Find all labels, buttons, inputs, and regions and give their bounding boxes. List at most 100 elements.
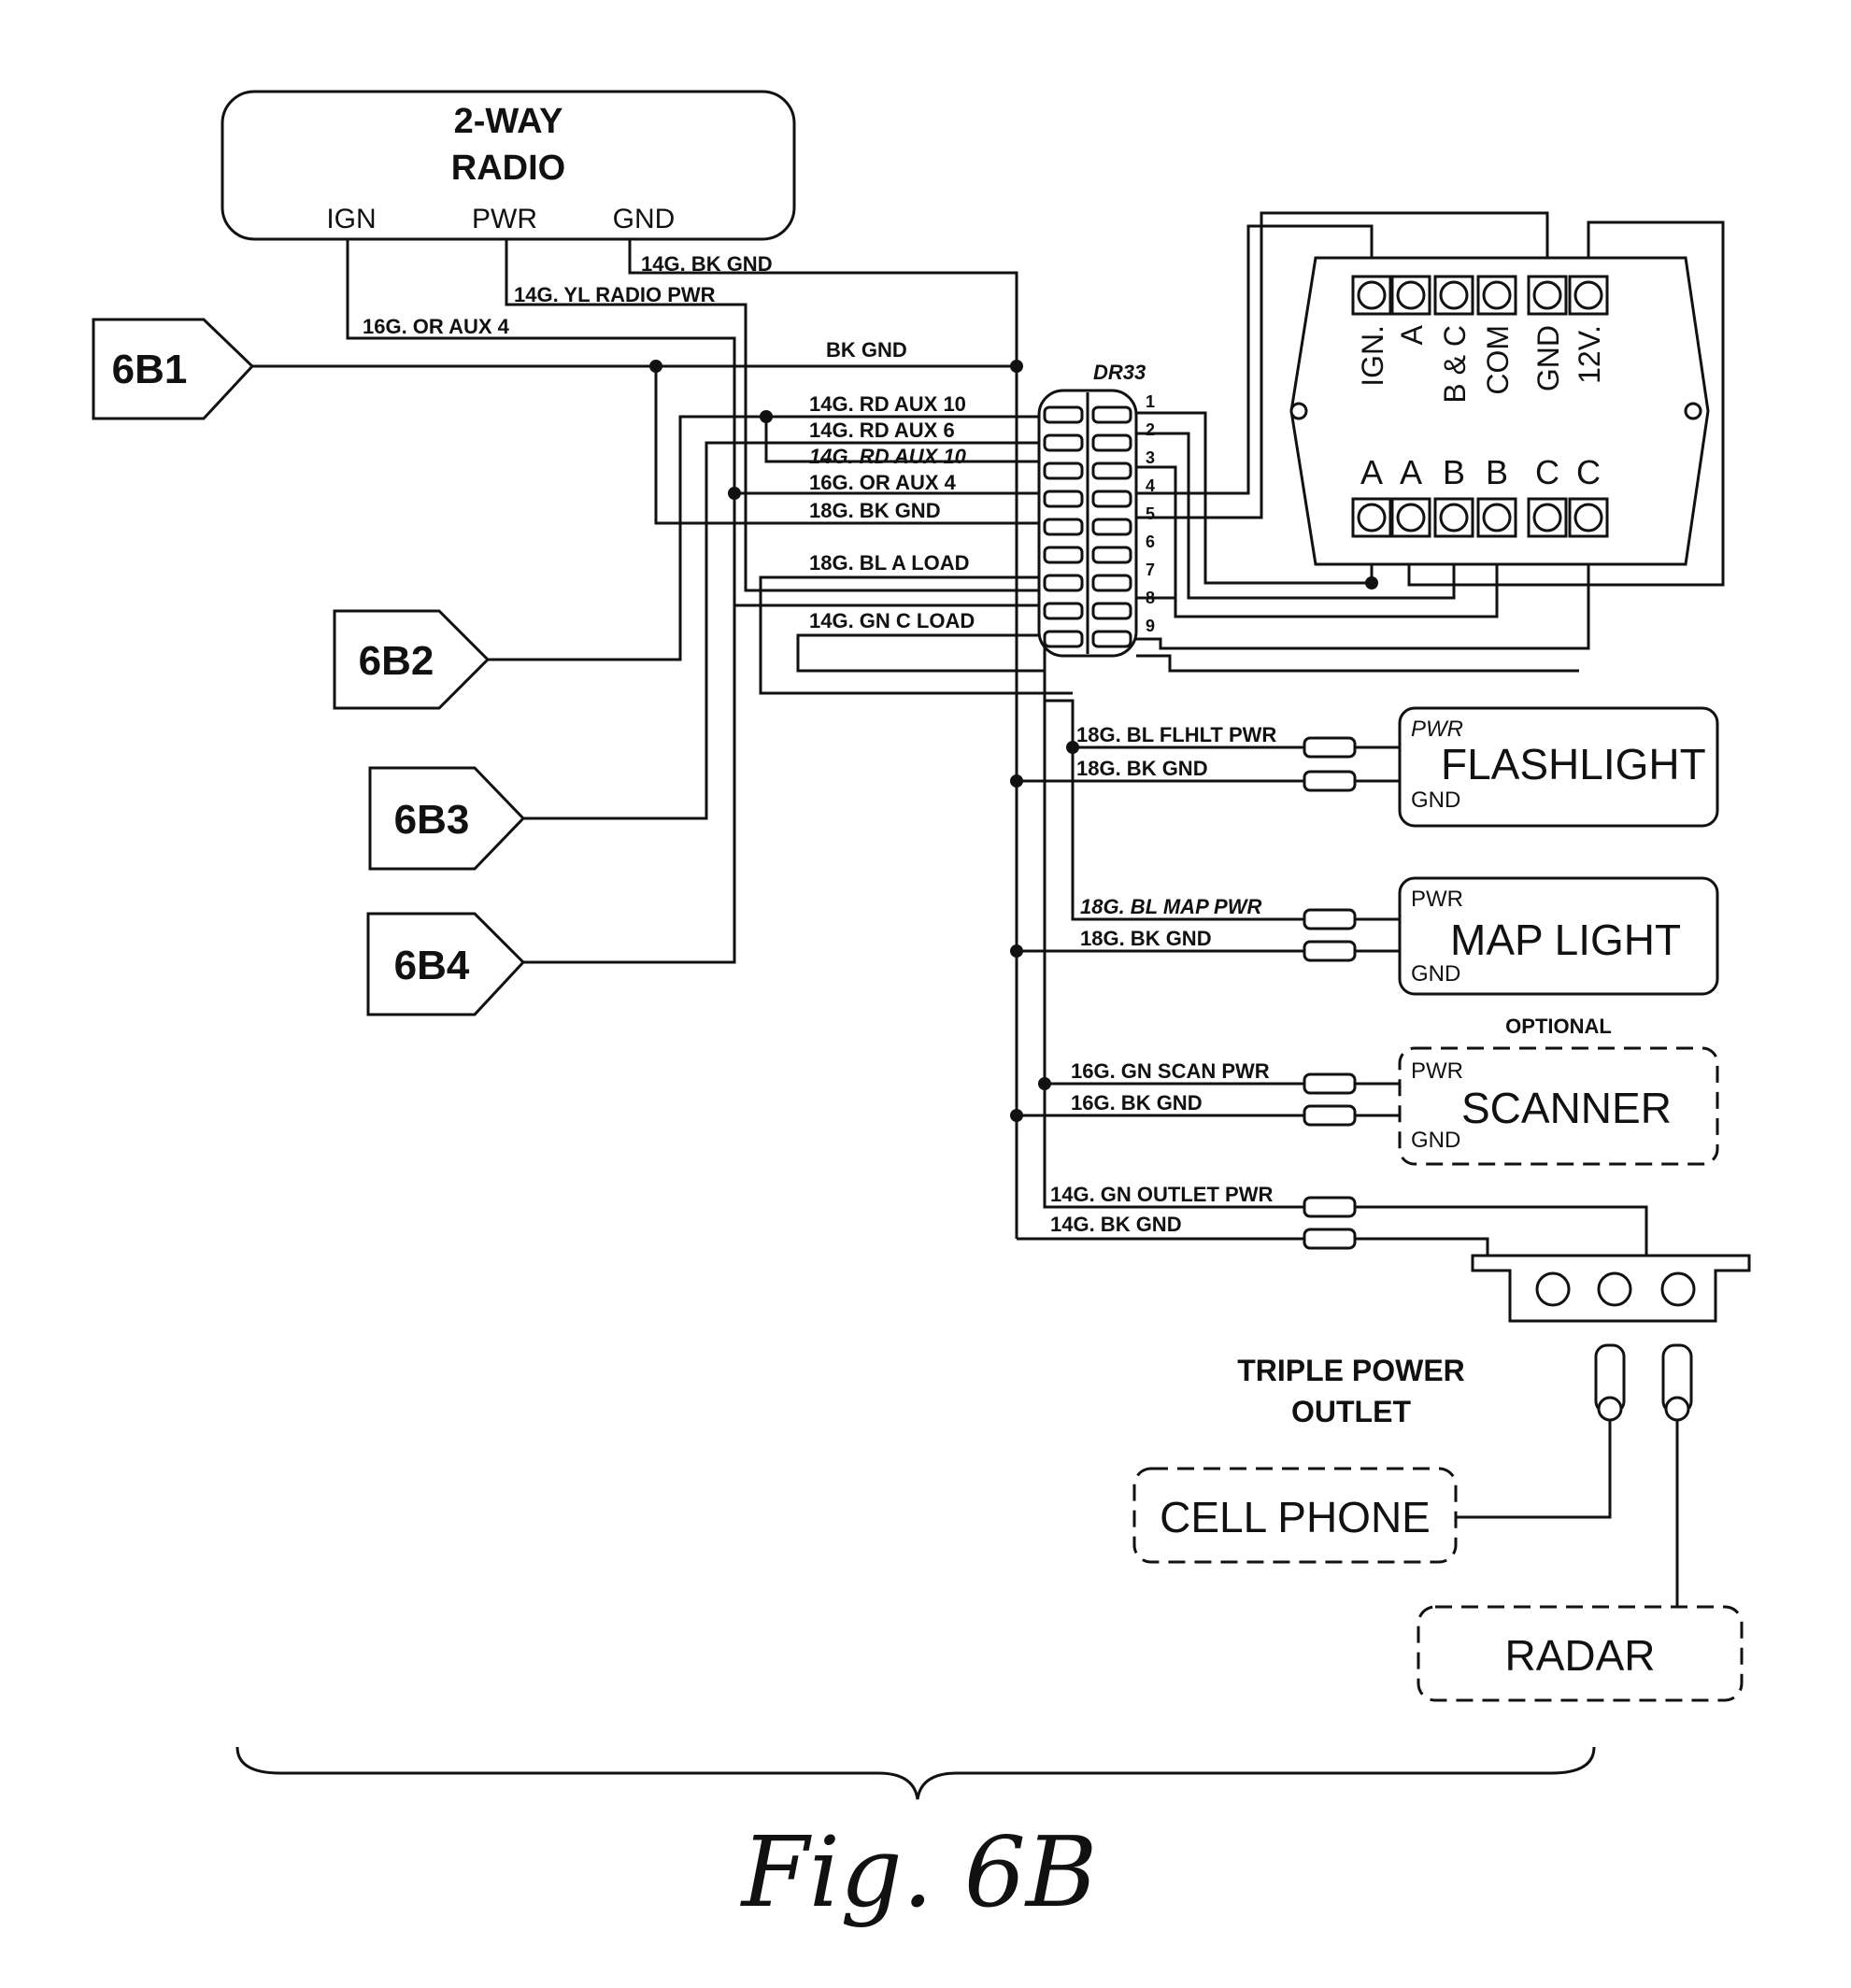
cell-phone-device: CELL PHONE <box>1132 1467 1458 1564</box>
controller-top-label: COM <box>1481 325 1515 395</box>
map-light-device: 18G. BL MAP PWR 18G. BK GND PWR MAP LIGH… <box>1010 747 1719 996</box>
flashlight-gnd-label: GND <box>1411 788 1460 813</box>
terminal-screw-icon <box>1357 280 1387 310</box>
scanner-device: 16G. GN SCAN PWR 16G. BK GND OPTIONAL PW… <box>1010 1015 1719 1166</box>
wire-radio-gnd <box>628 239 1018 374</box>
connector-6b2-label: 6B2 <box>359 638 434 684</box>
wire-radio-pwr <box>505 239 1045 592</box>
label-18g-bl-flhlt-pwr: 18G. BL FLHLT PWR <box>1076 723 1276 746</box>
controller-top-label: GND <box>1531 325 1565 391</box>
dr33-pin-number: 4 <box>1146 476 1155 495</box>
terminal-screw-icon <box>1439 280 1469 310</box>
flashlight-device: 18G. BL FLHLT PWR 18G. BK GND PWR FLASHL… <box>1010 706 1719 828</box>
terminal-screw-icon <box>1482 503 1512 532</box>
controller-bottom-label: A <box>1360 453 1383 491</box>
dr33-pin-plug <box>1091 602 1132 620</box>
dr33-pin-socket <box>1043 546 1084 564</box>
radio-title-2: RADIO <box>451 149 565 188</box>
controller-top-label: B & C <box>1438 325 1472 404</box>
label-bk-gnd: BK GND <box>826 338 907 362</box>
label-18g-bk-gnd-flash: 18G. BK GND <box>1076 757 1208 780</box>
terminal-screw-icon <box>1482 280 1512 310</box>
terminal-screw-icon <box>1573 503 1603 532</box>
label-16g-bk-gnd-scan: 16G. BK GND <box>1071 1091 1203 1115</box>
connector-6b2: 6B2 <box>333 609 491 710</box>
dr33-pin-plug <box>1091 518 1132 536</box>
radio-pwr-label: PWR <box>472 204 537 234</box>
label-14g-bk-gnd-outlet: 14G. BK GND <box>1050 1213 1182 1236</box>
connector-6b4-label: 6B4 <box>394 943 470 988</box>
connector-6b3: 6B3 <box>368 766 526 871</box>
connector-6b1: 6B1 <box>92 318 255 420</box>
map-light-gnd-label: GND <box>1411 961 1460 987</box>
flashlight-pwr-label: PWR <box>1411 717 1463 742</box>
triple-power-outlet: 14G. GN OUTLET PWR 14G. BK GND TRIPLE PO… <box>1050 1183 1751 1609</box>
harness-wires: BK GND 14G. RD AUX 10 14G. RD AUX 6 14G.… <box>252 338 1314 1241</box>
label-16g-or-aux4-top: 16G. OR AUX 4 <box>363 315 510 338</box>
dr33-pin-socket <box>1043 433 1084 452</box>
outlet-label-1: TRIPLE POWER <box>1237 1354 1465 1387</box>
dr33-pin-socket <box>1043 630 1084 648</box>
outlet-label-2: OUTLET <box>1291 1395 1411 1428</box>
dr33-pin-plug <box>1091 630 1132 648</box>
dr33-pin-number: 6 <box>1146 532 1155 551</box>
label-14g-bk-gnd: 14G. BK GND <box>641 252 773 276</box>
label-18g-bk-gnd: 18G. BK GND <box>809 499 941 522</box>
scanner-box <box>1398 1046 1719 1166</box>
terminal-screw-icon <box>1439 503 1469 532</box>
cell-phone-label: CELL PHONE <box>1160 1493 1431 1541</box>
radar-label: RADAR <box>1504 1631 1655 1680</box>
dr33-pin-plug <box>1091 546 1132 564</box>
dr33-label: DR33 <box>1093 361 1146 384</box>
dr33-pin-socket <box>1043 518 1084 536</box>
dr33-pin-number: 3 <box>1146 448 1155 467</box>
label-16g-gn-scan-pwr: 16G. GN SCAN PWR <box>1071 1059 1270 1083</box>
terminal-screw-icon <box>1396 280 1426 310</box>
terminal-screw-icon <box>1357 503 1387 532</box>
brace <box>235 1746 1596 1800</box>
connector-6b1-label: 6B1 <box>112 347 188 392</box>
dr33-pin-number: 9 <box>1146 617 1155 635</box>
dr33-pin-socket <box>1043 574 1084 592</box>
scanner-optional-label: OPTIONAL <box>1505 1015 1612 1038</box>
radar-device: RADAR <box>1417 1605 1744 1702</box>
label-14g-yl-radio-pwr: 14G. YL RADIO PWR <box>514 283 716 306</box>
radio-box <box>221 90 796 241</box>
label-18g-bl-a-load: 18G. BL A LOAD <box>809 551 970 575</box>
scanner-gnd-label: GND <box>1411 1128 1460 1153</box>
figure-caption: Fig. 6B <box>740 1815 1098 1929</box>
scanner-name: SCANNER <box>1461 1084 1672 1132</box>
dr33-pin-plug <box>1091 462 1132 480</box>
radar-box <box>1417 1605 1744 1702</box>
controller-top-label: IGN. <box>1356 325 1389 387</box>
terminal-screw-icon <box>1532 503 1562 532</box>
dr33-pin-plug <box>1091 490 1132 508</box>
terminal-screw-icon <box>1573 280 1603 310</box>
label-14g-rd-aux6: 14G. RD AUX 6 <box>809 419 955 442</box>
controller-bottom-label: B <box>1486 453 1508 491</box>
dr33-pin-socket <box>1043 602 1084 620</box>
label-14g-rd-aux10: 14G. RD AUX 10 <box>809 392 966 416</box>
map-light-name: MAP LIGHT <box>1450 916 1681 964</box>
controller-bottom-label: A <box>1400 453 1422 491</box>
dr33-pin-plug <box>1091 574 1132 592</box>
controller-top-label: 12V. <box>1573 325 1606 384</box>
label-14g-gn-outlet-pwr: 14G. GN OUTLET PWR <box>1050 1183 1273 1206</box>
radio-gnd-label: GND <box>613 204 676 234</box>
dr33-pin-socket <box>1043 405 1084 424</box>
cell-phone-box <box>1132 1467 1458 1564</box>
dr33-pin-number: 7 <box>1146 561 1155 579</box>
connector-6b3-label: 6B3 <box>394 797 470 843</box>
label-16g-or-aux4: 16G. OR AUX 4 <box>809 471 957 494</box>
two-way-radio: 2-WAY RADIO IGN PWR GND <box>221 90 796 241</box>
map-light-pwr-label: PWR <box>1411 887 1463 912</box>
dr33-pin-plug <box>1091 433 1132 452</box>
radio-ign-label: IGN <box>326 204 376 234</box>
controller-top-label: A <box>1395 324 1429 345</box>
